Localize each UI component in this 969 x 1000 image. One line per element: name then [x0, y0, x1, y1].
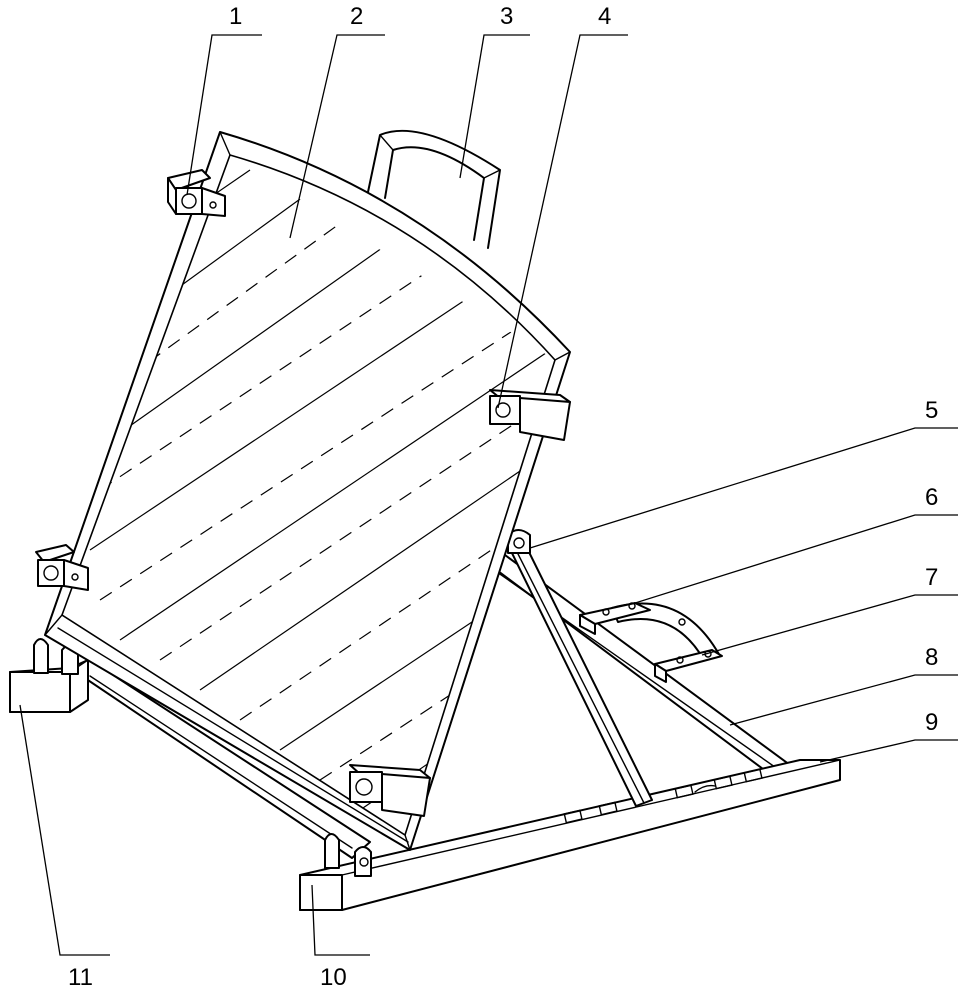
carry-handle	[367, 129, 501, 249]
clamp-right	[489, 389, 571, 441]
leader-lines	[19, 34, 958, 956]
label-6: 6	[925, 484, 938, 511]
left-hinge	[33, 638, 49, 674]
label-10: 10	[320, 964, 347, 991]
label-8: 8	[925, 644, 938, 671]
label-11: 11	[68, 964, 93, 991]
angle-adjuster	[579, 602, 723, 683]
label-9: 9	[925, 709, 938, 736]
clamp-top-left	[167, 169, 226, 217]
label-5: 5	[925, 397, 938, 424]
label-7: 7	[925, 564, 938, 591]
label-3: 3	[500, 3, 513, 30]
clamp-left-middle	[35, 544, 89, 591]
solar-panel	[44, 131, 571, 851]
part-labels: 1 2 3 4 5 6 7 8 9 10 11	[68, 3, 938, 991]
support-strut	[507, 529, 653, 807]
clamp-bottom	[349, 764, 431, 817]
label-1: 1	[229, 3, 242, 30]
adjuster-bottom-plate	[654, 649, 723, 672]
front-hinge	[324, 833, 340, 869]
panel-clamps	[35, 169, 571, 817]
label-2: 2	[350, 3, 363, 30]
label-4: 4	[598, 3, 611, 30]
